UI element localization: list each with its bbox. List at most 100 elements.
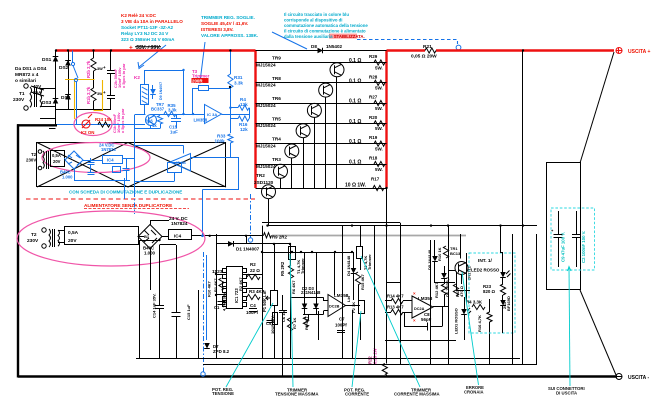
svg-text:POT. REG.: POT. REG. bbox=[344, 387, 365, 392]
svg-text:R6 4K7: R6 4K7 bbox=[291, 280, 296, 294]
svg-text:x 5pcs in par: x 5pcs in par bbox=[121, 63, 126, 88]
svg-text:R17: R17 bbox=[371, 177, 380, 182]
svg-text:Il circuito di commutazione è: Il circuito di commutazione è alimentato bbox=[284, 29, 366, 34]
svg-text:×: × bbox=[413, 318, 416, 323]
svg-text:R27: R27 bbox=[369, 95, 378, 100]
svg-text:MJ15024: MJ15024 bbox=[256, 164, 276, 169]
svg-text:C1: C1 bbox=[214, 305, 220, 310]
svg-text:Il circuito tracciato in color: Il circuito tracciato in colore blu bbox=[284, 12, 349, 17]
svg-text:24 V.DC: 24 V.DC bbox=[99, 143, 114, 148]
svg-text:R9 2R2: R9 2R2 bbox=[272, 234, 287, 239]
svg-text:T1: T1 bbox=[19, 91, 25, 97]
svg-text:C4: C4 bbox=[250, 303, 256, 308]
svg-text:R7 1K: R7 1K bbox=[292, 318, 297, 329]
svg-text:B40C: B40C bbox=[60, 170, 71, 175]
svg-text:P1 50K Lin: P1 50K Lin bbox=[262, 290, 267, 312]
svg-text:C15: C15 bbox=[169, 125, 178, 130]
svg-text:CORRENTE MASSIMA: CORRENTE MASSIMA bbox=[394, 391, 440, 396]
svg-text:0,05 Ω 20W: 0,05 Ω 20W bbox=[411, 54, 437, 60]
svg-text:ISTERESI 3,8V.: ISTERESI 3,8V. bbox=[201, 27, 234, 32]
svg-text:R8 4K7: R8 4K7 bbox=[304, 316, 309, 330]
svg-text:Da DS1 a DS4: Da DS1 a DS4 bbox=[15, 66, 47, 72]
svg-text:R15 4K7: R15 4K7 bbox=[360, 273, 365, 290]
svg-text:CRONAIA: CRONAIA bbox=[464, 389, 484, 394]
svg-text:24 V. DC: 24 V. DC bbox=[169, 216, 188, 221]
svg-text:Socket PT11-13F -3Z-A2: Socket PT11-13F -3Z-A2 bbox=[121, 25, 174, 30]
svg-text:TR4: TR4 bbox=[272, 137, 281, 142]
svg-text:0.1 Ω: 0.1 Ω bbox=[349, 78, 361, 84]
svg-text:K2 ON: K2 ON bbox=[81, 130, 94, 135]
svg-text:MJ15024: MJ15024 bbox=[256, 83, 276, 88]
svg-text:40V: 40V bbox=[33, 84, 42, 89]
svg-text:T2: T2 bbox=[31, 152, 37, 157]
svg-text:corrisponde al dispositivo di: corrisponde al dispositivo di bbox=[284, 18, 343, 23]
svg-text:R4 3,3K: R4 3,3K bbox=[466, 300, 483, 305]
svg-text:R20: R20 bbox=[369, 115, 378, 120]
svg-text:C5: C5 bbox=[266, 321, 272, 326]
svg-text:+: + bbox=[551, 228, 554, 233]
svg-text:2x1N4148: 2x1N4148 bbox=[301, 290, 321, 295]
svg-text:C1b 50mF: C1b 50mF bbox=[112, 113, 117, 133]
svg-text:R33: R33 bbox=[217, 134, 226, 139]
svg-text:C6 1u: C6 1u bbox=[281, 311, 286, 322]
svg-text:x 5pcs in par: x 5pcs in par bbox=[120, 108, 125, 133]
svg-text:C8: C8 bbox=[424, 312, 430, 317]
svg-text:D1 1N4007: D1 1N4007 bbox=[236, 247, 260, 252]
svg-text:200R: 200R bbox=[192, 78, 203, 83]
svg-text:5W.: 5W. bbox=[375, 86, 383, 91]
svg-text:323 Ω 358mH 24 V 60mA: 323 Ω 358mH 24 V 60mA bbox=[121, 37, 175, 42]
svg-text:3 VIE da 10A in PARALLELO: 3 VIE da 10A in PARALLELO bbox=[121, 19, 183, 24]
svg-text:R35: R35 bbox=[168, 103, 177, 108]
svg-text:0.1 Ω: 0.1 Ω bbox=[349, 160, 361, 166]
svg-text:D6 ZRD3,3: D6 ZRD3,3 bbox=[445, 276, 450, 297]
svg-text:R11: R11 bbox=[455, 289, 460, 297]
svg-text:D8: D8 bbox=[311, 44, 317, 49]
svg-text:R16 4,7K: R16 4,7K bbox=[477, 315, 482, 332]
svg-text:DI USCITA: DI USCITA bbox=[556, 390, 577, 395]
svg-text:56pF: 56pF bbox=[421, 317, 432, 322]
svg-text:25A: 25A bbox=[33, 90, 42, 95]
svg-text:5W.: 5W. bbox=[375, 167, 383, 172]
svg-text:T2 4,7K: T2 4,7K bbox=[363, 256, 368, 270]
svg-text:1.000: 1.000 bbox=[62, 175, 73, 180]
svg-text:R2b 2,7k: R2b 2,7k bbox=[86, 60, 91, 78]
svg-text:R18: R18 bbox=[369, 156, 378, 161]
svg-text:TR1: TR1 bbox=[450, 246, 458, 251]
svg-text:K2 Relè 24 V.DC: K2 Relè 24 V.DC bbox=[121, 13, 157, 18]
svg-text:20V: 20V bbox=[68, 238, 77, 244]
svg-text:R2 4K7: R2 4K7 bbox=[238, 277, 243, 291]
svg-text:ERRORE: ERRORE bbox=[466, 385, 484, 390]
svg-text:TR8: TR8 bbox=[272, 76, 281, 81]
svg-text:B1: B1 bbox=[144, 234, 150, 239]
svg-text:0,5A: 0,5A bbox=[52, 153, 61, 158]
svg-text:DS3: DS3 bbox=[42, 100, 52, 106]
svg-text:10UF 35V.: 10UF 35V. bbox=[270, 315, 275, 334]
svg-text:CON SCHEDA DI COMMUTAZIONE E D: CON SCHEDA DI COMMUTAZIONE E DUPLICAZION… bbox=[69, 190, 182, 195]
svg-text:VALORE APPROSS. 138K.: VALORE APPROSS. 138K. bbox=[201, 33, 258, 38]
svg-text:1N5402: 1N5402 bbox=[326, 44, 343, 49]
svg-text:TR7: TR7 bbox=[156, 102, 165, 107]
svg-text:R31: R31 bbox=[234, 75, 243, 80]
svg-text:DS4: DS4 bbox=[61, 95, 71, 101]
svg-text:R16: R16 bbox=[239, 122, 248, 127]
svg-text:USCITA +: USCITA + bbox=[628, 49, 650, 55]
svg-text:C2b 50mF: C2b 50mF bbox=[113, 68, 118, 88]
svg-text:1.000: 1.000 bbox=[144, 251, 156, 256]
svg-text:0.1 Ω: 0.1 Ω bbox=[349, 119, 361, 125]
svg-text:5W.: 5W. bbox=[375, 126, 383, 131]
svg-text:1123: 1123 bbox=[212, 269, 223, 275]
svg-text:TRIMMER REG. SOGLIE.: TRIMMER REG. SOGLIE. bbox=[201, 15, 255, 20]
svg-text:TENSIONE MASSIMA: TENSIONE MASSIMA bbox=[275, 391, 318, 396]
svg-text:BC13: BC13 bbox=[450, 251, 461, 256]
svg-text:R24 10k: R24 10k bbox=[95, 117, 112, 122]
svg-text:D2 D3: D2 D3 bbox=[302, 286, 315, 291]
svg-text:R13 4K7: R13 4K7 bbox=[387, 305, 404, 310]
svg-text:R22: R22 bbox=[368, 356, 373, 364]
svg-text:230V: 230V bbox=[27, 238, 39, 244]
svg-text:10mF 100v: 10mF 100v bbox=[116, 112, 121, 133]
svg-text:+: + bbox=[103, 90, 106, 95]
svg-text:10 Ω 1W.: 10 Ω 1W. bbox=[345, 183, 367, 189]
svg-text:R21: R21 bbox=[423, 44, 432, 50]
svg-text:R12 4K7: R12 4K7 bbox=[434, 281, 439, 298]
svg-text:TR2: TR2 bbox=[256, 173, 265, 178]
